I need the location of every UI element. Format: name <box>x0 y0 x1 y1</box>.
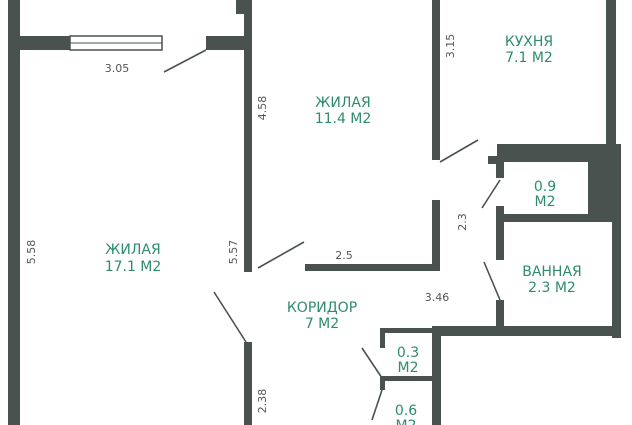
room-area-bathroom: 2.3 М2 <box>528 280 576 296</box>
wall-living-divider-upper <box>244 0 252 272</box>
wall-left-exterior <box>8 36 20 425</box>
wall-living-top-left <box>8 36 70 50</box>
dim-5-57: 5.57 <box>227 240 240 265</box>
room-unit-closet-2: М2 <box>396 418 417 425</box>
wall-kitchen-left-lower <box>432 200 440 271</box>
wall-closet-divider <box>380 376 440 381</box>
door-kitchen <box>439 139 479 163</box>
room-area-living-large: 17.1 М2 <box>105 259 162 275</box>
wall-kitchen-right <box>606 0 616 160</box>
window-living-top <box>69 35 163 51</box>
dim-4-58: 4.58 <box>256 96 269 121</box>
walls <box>8 0 621 425</box>
dim-2-38: 2.38 <box>256 389 269 414</box>
room-name-bathroom: ВАННАЯ <box>522 264 582 280</box>
dimensions: 3.05 4.58 3.15 5.58 5.57 2.5 2.3 3.46 2.… <box>25 34 469 414</box>
room-area-closet-1: 0.3 <box>397 345 419 361</box>
dim-3-46: 3.46 <box>425 291 450 304</box>
room-name-kitchen: КУХНЯ <box>505 34 553 50</box>
wall-wc-bottom <box>496 214 616 222</box>
door-wc <box>481 179 501 209</box>
wall-kitchen-left-upper <box>432 0 440 160</box>
wall-bath-left-lower <box>496 300 504 332</box>
doors <box>163 49 501 421</box>
room-area-living-small: 11.4 М2 <box>315 111 372 127</box>
room-labels: ЖИЛАЯ 17.1 М2 ЖИЛАЯ 11.4 М2 КУХНЯ 7.1 М2… <box>105 34 582 425</box>
room-area-corridor: 7 М2 <box>305 316 339 332</box>
wall-kitchen-bottom-stub <box>488 156 498 164</box>
dim-3-15: 3.15 <box>444 34 457 59</box>
wall-small-living-bottom <box>305 264 440 271</box>
dim-2-5: 2.5 <box>335 249 353 262</box>
room-name-corridor: КОРИДОР <box>287 300 357 316</box>
room-area-kitchen: 7.1 М2 <box>505 50 553 66</box>
room-name-living-small: ЖИЛАЯ <box>315 95 370 111</box>
room-name-living-large: ЖИЛАЯ <box>105 242 160 258</box>
wall-closet-left-2 <box>380 376 385 390</box>
door-closet-1 <box>361 347 383 379</box>
door-living-lower <box>213 291 247 343</box>
wall-top-mid-stub <box>236 0 245 14</box>
room-area-wc: 0.9 <box>534 179 556 195</box>
wall-closet-top <box>380 328 440 333</box>
wall-bath-right <box>612 144 621 338</box>
door-bathroom <box>483 261 501 301</box>
wall-closet-left-1 <box>380 328 385 348</box>
wall-kitchen-bottom <box>497 144 616 162</box>
wall-right-block <box>588 144 616 219</box>
room-unit-wc: М2 <box>535 194 556 210</box>
door-living-small <box>257 241 305 269</box>
dim-2-3: 2.3 <box>456 213 469 231</box>
room-unit-closet-1: М2 <box>398 360 419 376</box>
room-area-closet-2: 0.6 <box>395 403 417 419</box>
door-living-large <box>163 49 207 73</box>
wall-living-top-right <box>206 36 246 50</box>
dim-3-05: 3.05 <box>105 62 130 75</box>
wall-closet-right <box>432 326 441 425</box>
wall-wc-left <box>496 158 504 178</box>
wall-bath-bottom <box>432 326 621 336</box>
dim-5-58: 5.58 <box>25 240 38 265</box>
wall-living-divider-lower <box>244 342 252 425</box>
door-closet-2 <box>371 389 383 421</box>
wall-bath-left <box>496 222 504 260</box>
